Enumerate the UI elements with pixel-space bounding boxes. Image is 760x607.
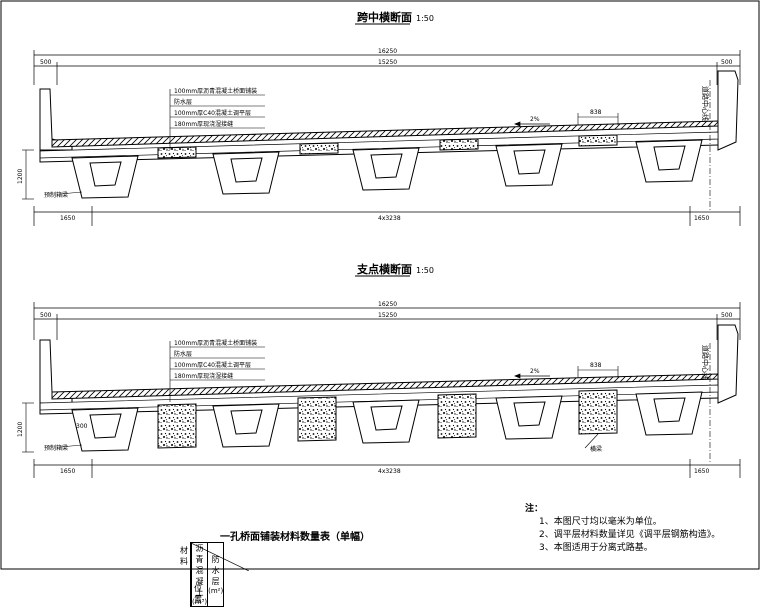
section-title: 跨中横断面 [357, 10, 412, 24]
slope-label: 2% [530, 368, 540, 375]
layer-4: 180mm厚现浇湿接缝 [174, 120, 233, 128]
support-section: 支点横断面 1:50 16250 500 15250 500 750 [17, 262, 741, 478]
cross-beams [157, 389, 618, 449]
note-item: 3、本图适用于分离式路基。 [539, 543, 653, 553]
layer-callouts [169, 89, 265, 150]
height-dimension [22, 402, 34, 453]
layer-callouts [169, 341, 265, 402]
dim-roadway: 15250 [378, 59, 397, 66]
note-item: 2、调平层材料数量详见《调平层钢筋构造》。 [539, 530, 721, 540]
quantity-table-grid: 材 料 位置 沥青混凝土 (m³) 防水层 (m²) [180, 542, 249, 607]
header-position: 位置 [194, 584, 202, 604]
layer-2: 防水层 [174, 98, 192, 106]
drawing-sheet: 跨中横断面 1:50 16250 500 15250 500 [0, 0, 760, 570]
dim-left-curb: 500 [40, 312, 52, 319]
dim-right-edge: 1650 [694, 215, 709, 222]
dim-girders: 4x3238 [378, 468, 401, 475]
box-girders [71, 391, 703, 452]
dim-left-edge: 1650 [60, 468, 75, 475]
layer-1: 100mm厚沥青混凝土桥面铺装 [174, 87, 257, 95]
layer-3: 100mm厚C40混凝土调平层 [174, 361, 251, 369]
girder-callout: 预制箱梁 [44, 191, 68, 199]
centerline-label: 道路中心线 [701, 86, 710, 121]
joint-dimension [577, 113, 619, 125]
dim-total: 16250 [378, 301, 397, 308]
diagonal-line [191, 543, 249, 571]
dim-right-curb: 500 [721, 59, 733, 66]
column-waterproof-unit: (m²) [208, 587, 224, 595]
slope-mark [514, 121, 550, 127]
layer-1: 100mm厚沥青混凝土桥面铺装 [174, 339, 257, 347]
girder-callout: 预制箱梁 [44, 444, 68, 452]
section-scale: 1:50 [416, 14, 434, 23]
dim-girders: 4x3238 [378, 215, 401, 222]
dim-total: 16250 [378, 48, 397, 55]
dim-right-curb: 500 [721, 312, 733, 319]
notes-title: 注： [525, 504, 544, 514]
top-dimension [33, 50, 741, 85]
section-scale: 1:50 [416, 266, 434, 275]
height-dimension [22, 149, 34, 200]
layer-2: 防水层 [174, 350, 192, 358]
box-girders [71, 134, 703, 199]
midspan-section: 跨中横断面 1:50 16250 500 15250 500 [17, 10, 741, 226]
slope-label: 2% [530, 116, 540, 123]
top-dimension [33, 302, 741, 340]
section-title: 支点横断面 [356, 262, 412, 276]
dim-height: 1200 [17, 169, 24, 184]
bridge-deck [39, 324, 739, 415]
joint-width: 838 [590, 109, 602, 116]
note-item: 1、本图尺寸均以毫米为单位。 [539, 517, 662, 527]
beam-callout: 横梁 [590, 445, 602, 453]
dim-left-curb: 500 [40, 59, 52, 66]
joint-width: 838 [590, 362, 602, 369]
header-material: 材 料 [180, 546, 188, 566]
sheet-border [0, 0, 760, 570]
bridge-deck [39, 70, 739, 163]
dim-right-edge: 1650 [694, 468, 709, 475]
bottom-dimension [33, 459, 741, 478]
centerline-label: 道路中心线 [701, 345, 710, 380]
slope-mark [514, 373, 550, 379]
dim-roadway: 15250 [378, 312, 397, 319]
quantity-table-title: 一孔桥面铺装材料数量表（单幅） [220, 532, 370, 543]
dim-left-edge: 1650 [60, 215, 75, 222]
layer-3: 100mm厚C40混凝土调平层 [174, 109, 251, 117]
table-header-diagonal: 材 料 位置 [180, 542, 249, 607]
diaphragm-dim: 300 [76, 423, 88, 430]
bottom-dimension [33, 206, 741, 226]
layer-4: 180mm厚现浇湿接缝 [174, 372, 233, 380]
notes-block: 注： 1、本图尺寸均以毫米为单位。 2、调平层材料数量详见《调平层钢筋构造》。 … [525, 503, 755, 555]
dim-height: 1200 [17, 422, 24, 437]
joint-dimension [577, 366, 619, 378]
